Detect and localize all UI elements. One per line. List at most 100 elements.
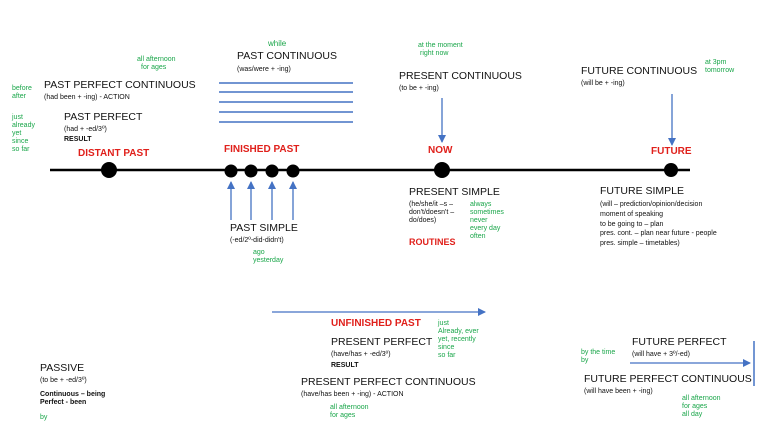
marker-right-now: right now bbox=[420, 50, 449, 58]
finished-past-point-1 bbox=[224, 164, 238, 178]
marker-for-ages: for ages bbox=[330, 412, 356, 420]
marker-after: after bbox=[12, 93, 27, 101]
present-perfect-form: (have/has + -ed/3º) bbox=[331, 351, 391, 358]
marker-never: never bbox=[470, 217, 488, 225]
marker-all-afternoon: all afternoon bbox=[330, 404, 369, 411]
marker-so-far: so far bbox=[438, 352, 456, 360]
marker-yet: yet bbox=[12, 130, 22, 138]
marker-by: by bbox=[581, 357, 589, 365]
present-perfect-title: PRESENT PERFECT bbox=[331, 336, 433, 348]
now-label: NOW bbox=[428, 145, 453, 156]
future-continuous-title: FUTURE CONTINUOUS bbox=[581, 65, 698, 77]
marker-since: since bbox=[438, 344, 455, 352]
passive-title: PASSIVE bbox=[40, 362, 85, 374]
unfinished-past-label: UNFINISHED PAST bbox=[331, 318, 421, 329]
past-continuous-marker: while bbox=[268, 39, 287, 48]
future-simple-line: to be going to – plan bbox=[600, 220, 664, 228]
future-simple-line: pres. simple – timetables) bbox=[600, 240, 680, 248]
marker-yesterday: yesterday bbox=[253, 257, 284, 265]
marker-by-the-time: by the time bbox=[581, 349, 616, 356]
finished-past-point-3 bbox=[265, 164, 279, 178]
past-perfect-continuous-markers-left: before after bbox=[12, 85, 32, 101]
marker-sometimes: sometimes bbox=[470, 209, 504, 217]
present-perfect-continuous-markers: all afternoon for ages bbox=[330, 404, 369, 420]
future-simple-line: (will – prediction/opinion/decision bbox=[600, 201, 703, 208]
marker-ago: ago bbox=[253, 249, 265, 256]
future-perfect-continuous-title: FUTURE PERFECT CONTINUOUS bbox=[584, 373, 752, 385]
distant-past-label: DISTANT PAST bbox=[78, 148, 150, 159]
future-perfect-title: FUTURE PERFECT bbox=[632, 336, 727, 348]
future-perfect-form: (will have + 3º/-ed) bbox=[632, 351, 690, 358]
marker-every-day: every day bbox=[470, 225, 501, 233]
passive-line: Perfect - been bbox=[40, 399, 87, 407]
past-perfect-markers: just already yet since so far bbox=[12, 114, 35, 154]
routines-label: ROUTINES bbox=[409, 237, 456, 247]
future-label: FUTURE bbox=[651, 146, 692, 157]
present-simple-form-line: do/does) bbox=[409, 217, 437, 225]
present-continuous-form: (to be + -ing) bbox=[399, 85, 439, 92]
present-simple-form-line: don't/doesn't – bbox=[409, 209, 455, 217]
future-perfect-continuous-markers: all afternoon for ages all day bbox=[682, 395, 721, 419]
present-perfect-note: RESULT bbox=[331, 362, 359, 369]
present-continuous-markers: at the moment right now bbox=[418, 42, 463, 58]
marker-tomorrow: tomorrow bbox=[705, 67, 735, 75]
distant-past-point bbox=[101, 162, 117, 178]
present-simple-form: (he/she/it –s – don't/doesn't – do/does) bbox=[409, 201, 454, 225]
future-continuous-markers: at 3pm tomorrow bbox=[705, 59, 734, 75]
marker-since: since bbox=[12, 138, 29, 146]
past-perfect-continuous-title: PAST PERFECT CONTINUOUS bbox=[44, 79, 196, 91]
marker-yet-recently: yet, recently bbox=[438, 336, 476, 344]
past-simple-title: PAST SIMPLE bbox=[230, 222, 298, 234]
present-perfect-continuous-form: (have/has been + -ing) - ACTION bbox=[301, 391, 404, 398]
marker-before: before bbox=[12, 85, 32, 92]
present-perfect-continuous-title: PRESENT PERFECT CONTINUOUS bbox=[301, 376, 476, 388]
past-perfect-form: (had + -ed/3º) bbox=[64, 126, 107, 133]
passive-marker: by bbox=[40, 414, 48, 421]
future-simple-lines: (will – prediction/opinion/decision mome… bbox=[600, 200, 717, 249]
marker-so-far: so far bbox=[12, 146, 30, 154]
present-continuous-title: PRESENT CONTINUOUS bbox=[399, 70, 522, 82]
future-simple-title: FUTURE SIMPLE bbox=[600, 185, 685, 197]
marker-for-ages: for ages bbox=[682, 403, 708, 411]
present-simple-markers: always sometimes never every day often bbox=[470, 201, 504, 241]
marker-at-3pm: at 3pm bbox=[705, 59, 727, 66]
marker-at-the-moment: at the moment bbox=[418, 42, 463, 49]
past-perfect-note: RESULT bbox=[64, 136, 92, 143]
future-simple-line: pres. cont. – plan near future - people bbox=[600, 230, 717, 238]
future-perfect-markers: by the time by bbox=[581, 349, 615, 365]
marker-all-afternoon: all afternoon bbox=[682, 395, 721, 402]
future-perfect-continuous-form: (will have been + -ing) bbox=[584, 388, 653, 395]
past-continuous-form: (was/were + -ing) bbox=[237, 66, 291, 73]
present-perfect-markers: just Already, ever yet, recently since s… bbox=[438, 320, 479, 360]
past-simple-form: (-ed/2º-did-didn't) bbox=[230, 237, 284, 244]
past-perfect-continuous-form: (had been + -ing) - ACTION bbox=[44, 94, 130, 101]
past-continuous-lines bbox=[219, 82, 353, 123]
future-point bbox=[664, 163, 678, 177]
finished-past-point-4 bbox=[286, 164, 300, 178]
marker-often: often bbox=[470, 233, 486, 241]
future-simple-line: moment of speaking bbox=[600, 210, 664, 218]
marker-always: always bbox=[470, 201, 492, 208]
marker-all-afternoon: all afternoon bbox=[137, 56, 176, 63]
past-continuous-title: PAST CONTINUOUS bbox=[237, 50, 337, 62]
past-perfect-title: PAST PERFECT bbox=[64, 111, 143, 123]
present-simple-form-line: (he/she/it –s – bbox=[409, 201, 453, 208]
finished-past-label: FINISHED PAST bbox=[224, 144, 300, 155]
marker-for-ages: for ages bbox=[141, 64, 167, 72]
marker-just: just bbox=[12, 114, 23, 121]
marker-already: already bbox=[12, 122, 35, 130]
past-perfect-continuous-markers-top: all afternoon for ages bbox=[137, 56, 176, 72]
passive-line: Continuous – being bbox=[40, 391, 106, 398]
passive-lines: Continuous – being Perfect - been bbox=[40, 391, 105, 407]
present-simple-title: PRESENT SIMPLE bbox=[409, 186, 500, 198]
marker-just: just bbox=[438, 320, 449, 327]
past-simple-markers: ago yesterday bbox=[253, 249, 283, 265]
marker-already-ever: Already, ever bbox=[438, 328, 479, 336]
now-point bbox=[434, 162, 450, 178]
marker-all-day: all day bbox=[682, 411, 703, 419]
future-continuous-form: (will be + -ing) bbox=[581, 80, 625, 87]
passive-form: (to be + -ed/3º) bbox=[40, 377, 87, 384]
finished-past-point-2 bbox=[244, 164, 258, 178]
